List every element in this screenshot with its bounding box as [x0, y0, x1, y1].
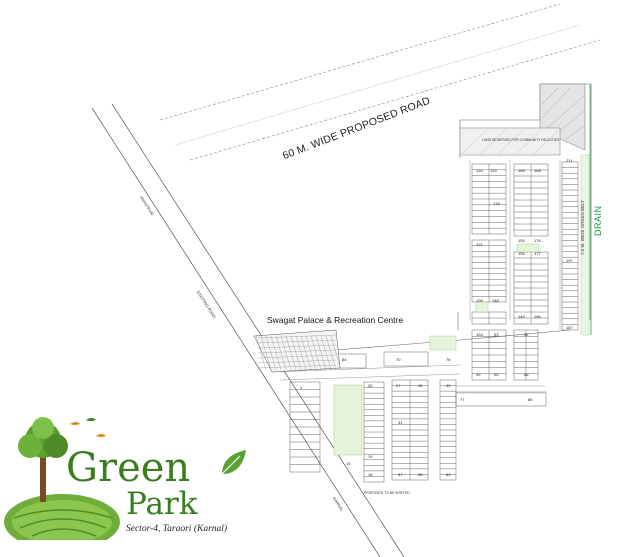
plot-number: 98 — [494, 372, 499, 377]
plot-number: 99 — [476, 372, 481, 377]
shift-note: PROPOSED TO BE SHIFTED — [364, 491, 410, 495]
plot-number: 177 — [534, 251, 541, 256]
proposed-road-center — [174, 24, 581, 146]
plot-number: 70 — [396, 357, 401, 362]
internal-roads — [271, 160, 561, 394]
plot-number: 113 — [476, 242, 483, 247]
plot-number: 1 — [300, 385, 303, 390]
palace-area — [253, 329, 342, 373]
plot-number: 186 — [534, 314, 541, 319]
green-belt-label: 7.5 M. WIDE GREEN BELT — [580, 200, 585, 255]
plot-number: 105 — [476, 298, 483, 303]
existing-road — [91, 103, 405, 557]
plot-block — [455, 391, 547, 407]
palace-label: Swagat Palace & Recreation Centre — [267, 315, 404, 325]
plot-number: 125 — [490, 168, 497, 173]
green-belt-strip — [580, 154, 590, 336]
plot-number: 48 — [418, 383, 423, 388]
plot-number: 134 — [493, 201, 500, 206]
proposed-road — [159, 3, 601, 161]
plot-number: 76 — [446, 357, 451, 362]
plot-number: 93 — [494, 332, 499, 337]
plot-number: 49 — [446, 383, 451, 388]
plot-number: 63 — [446, 472, 451, 477]
plot-number: 197 — [566, 258, 573, 263]
community-note: LAND RESERVED FOR COMMUNITY FACILITIES — [482, 138, 560, 142]
plot-number: 38 — [418, 472, 423, 477]
plot-number: 19 — [368, 454, 373, 459]
plot-number: 154 — [518, 251, 525, 256]
leaf-icon — [221, 450, 246, 475]
plot-number: 165 — [518, 168, 525, 173]
plot-number: 155 — [518, 238, 525, 243]
plot-number: 37 — [398, 472, 403, 477]
plot-number: 168 — [534, 168, 541, 173]
plot-number: 26 — [368, 383, 373, 388]
plot-number: 187 — [566, 325, 573, 330]
plot-number: 15 — [346, 461, 351, 466]
plot-number: 86 — [524, 372, 529, 377]
plot-number: 31 — [398, 420, 403, 425]
plot-number: 16 — [368, 472, 373, 477]
drain-label: DRAIN — [593, 205, 603, 236]
logo-word-green: Green — [66, 445, 191, 491]
plot-number: 145 — [518, 314, 525, 319]
tree-hill-icon — [4, 417, 120, 540]
logo: Green Park Sector-4, Taraori (Karnal) — [0, 410, 260, 550]
green-parks — [333, 243, 540, 456]
plot-grids — [289, 161, 579, 483]
logo-subtitle: Sector-4, Taraori (Karnal) — [126, 524, 228, 534]
plot-number: 124 — [476, 168, 483, 173]
plot-number: 104 — [476, 332, 483, 337]
plot-number: 92 — [524, 332, 529, 337]
plot-number: 27 — [396, 383, 401, 388]
plot-block — [335, 353, 367, 369]
plot-number: 148 — [492, 298, 499, 303]
plot-number: 84 — [342, 357, 347, 362]
plot-number: 211 — [566, 158, 573, 163]
plot-number: 176 — [534, 238, 541, 243]
hatched-corner — [459, 83, 586, 156]
plot-number: 77 — [460, 397, 465, 402]
plot-number: 85 — [528, 397, 533, 402]
plot-block — [383, 351, 429, 367]
logo-word-park: Park — [126, 486, 198, 522]
